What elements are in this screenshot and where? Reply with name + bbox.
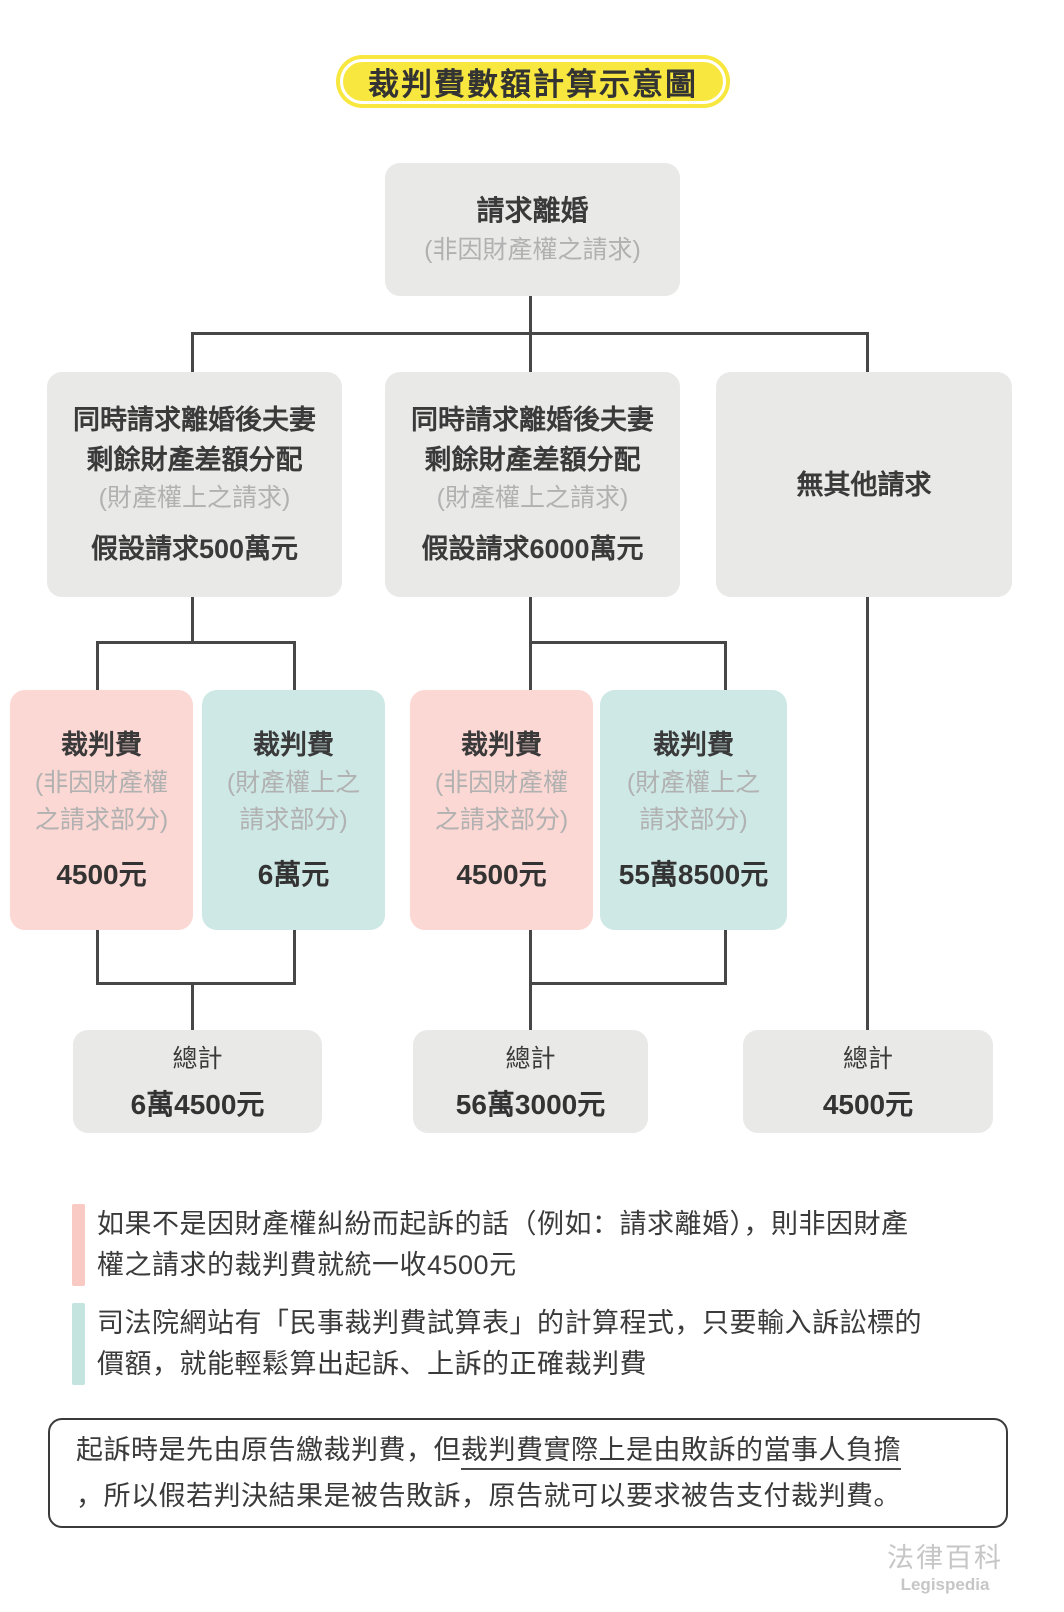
- total-node-3: 總計 4500元: [743, 1030, 993, 1133]
- connector-line: [724, 641, 727, 692]
- connector-line: [96, 982, 296, 985]
- total-label: 總計: [842, 1044, 893, 1073]
- branch-title-line: 剩餘財產差額分配: [424, 445, 641, 475]
- branch-assumption: 假設請求500萬元: [90, 534, 299, 564]
- note-accent-bar-teal: [72, 1303, 85, 1385]
- branch-node-no-other-claim: 無其他請求: [716, 372, 1012, 597]
- fee-node-nonproperty-1: 裁判費 (非因財產權 之請求部分) 4500元: [10, 690, 193, 930]
- fee-amount: 4500元: [456, 859, 547, 890]
- fee-title: 裁判費: [61, 730, 142, 760]
- root-node-divorce-claim: 請求離婚 (非因財產權之請求): [385, 163, 680, 296]
- callout-text-underlined: 裁判費實際上是由敗訴的當事人負擔: [461, 1435, 901, 1465]
- connector-line: [96, 641, 99, 692]
- total-node-2: 總計 56萬3000元: [413, 1030, 648, 1133]
- note-line: 如果不是因財產權糾紛而起訴的話（例如：請求離婚），則非因財產: [97, 1209, 909, 1239]
- connector-line: [191, 982, 194, 1032]
- branch-subtitle: (財產權上之請求): [436, 484, 629, 512]
- logo-text-en: Legispedia: [900, 1575, 990, 1594]
- note-line: 價額，就能輕鬆算出起訴、上訴的正確裁判費: [97, 1349, 647, 1379]
- total-amount: 4500元: [822, 1088, 914, 1120]
- connector-line: [529, 332, 532, 374]
- branch-title-line: 同時請求離婚後夫妻: [411, 405, 654, 435]
- diagram-title: 裁判費數額計算示意圖: [368, 67, 698, 102]
- branch-node-claim-5m: 同時請求離婚後夫妻 剩餘財產差額分配 (財產權上之請求) 假設請求500萬元: [47, 372, 342, 597]
- connector-line: [529, 641, 727, 644]
- note-judicial-yuan-calculator: 司法院網站有「民事裁判費試算表」的計算程式，只要輸入訴訟標的 價額，就能輕鬆算出…: [72, 1303, 972, 1385]
- connector-line: [96, 928, 99, 984]
- note-accent-bar-pink: [72, 1204, 85, 1286]
- branch-title-line: 剩餘財產差額分配: [86, 445, 303, 475]
- note-nonproperty-flat-fee: 如果不是因財產權糾紛而起訴的話（例如：請求離婚），則非因財產 權之請求的裁判費就…: [72, 1204, 972, 1286]
- fee-title: 裁判費: [653, 730, 734, 760]
- fee-node-property-1: 裁判費 (財產權上之 請求部分) 6萬元: [202, 690, 385, 930]
- branch-subtitle: (財產權上之請求): [98, 484, 291, 512]
- logo-text-zh: 法律百科: [887, 1543, 1003, 1573]
- total-label: 總計: [172, 1044, 223, 1073]
- fee-node-nonproperty-2: 裁判費 (非因財產權 之請求部分) 4500元: [410, 690, 593, 930]
- connector-line: [293, 928, 296, 984]
- callout-line-1: 起訴時是先由原告繳裁判費，但裁判費實際上是由敗訴的當事人負擔: [76, 1427, 980, 1473]
- connector-line: [866, 332, 869, 374]
- branch-assumption: 假設請求6000萬元: [421, 534, 644, 564]
- fee-subtitle-line: 之請求部分): [34, 806, 169, 834]
- diagram-title-pill: 裁判費數額計算示意圖: [336, 55, 730, 108]
- fee-subtitle-line: 之請求部分): [434, 806, 569, 834]
- note-line: 司法院網站有「民事裁判費試算表」的計算程式，只要輸入訴訟標的: [97, 1308, 922, 1338]
- callout-line-2: ，所以假若判決結果是被告敗訴，原告就可以要求被告支付裁判費。: [76, 1481, 901, 1511]
- branch-node-claim-60m: 同時請求離婚後夫妻 剩餘財產差額分配 (財產權上之請求) 假設請求6000萬元: [385, 372, 680, 597]
- fee-title: 裁判費: [253, 730, 334, 760]
- connector-line: [724, 928, 727, 984]
- connector-line: [529, 928, 532, 1032]
- fee-title: 裁判費: [461, 730, 542, 760]
- note-line: 權之請求的裁判費就統一收4500元: [97, 1250, 517, 1280]
- fee-node-property-2: 裁判費 (財產權上之 請求部分) 55萬8500元: [600, 690, 787, 930]
- callout-box: 起訴時是先由原告繳裁判費，但裁判費實際上是由敗訴的當事人負擔 ，所以假若判決結果…: [48, 1418, 1008, 1528]
- connector-line: [191, 595, 194, 644]
- connector-line: [191, 332, 194, 374]
- callout-text-pre: 起訴時是先由原告繳裁判費，但: [76, 1435, 461, 1465]
- fee-subtitle-line: (非因財產權: [34, 769, 169, 797]
- connector-line: [293, 641, 296, 692]
- fee-subtitle-line: 請求部分): [639, 806, 748, 834]
- connector-line: [96, 641, 296, 644]
- root-node-title: 請求離婚: [476, 195, 589, 226]
- connector-line: [529, 294, 532, 334]
- fee-subtitle-line: 請求部分): [239, 806, 348, 834]
- total-amount: 6萬4500元: [130, 1088, 265, 1120]
- fee-amount: 55萬8500元: [618, 859, 769, 890]
- fee-amount: 4500元: [56, 859, 147, 890]
- fee-subtitle-line: (財產權上之: [626, 769, 761, 797]
- fee-subtitle-line: (財產權上之: [226, 769, 361, 797]
- total-label: 總計: [505, 1044, 556, 1073]
- root-node-subtitle: (非因財產權之請求): [424, 236, 641, 264]
- branch-title-line: 同時請求離婚後夫妻: [73, 405, 316, 435]
- branch-label: 無其他請求: [796, 469, 932, 500]
- total-amount: 56萬3000元: [455, 1088, 606, 1120]
- total-node-1: 總計 6萬4500元: [73, 1030, 322, 1133]
- fee-amount: 6萬元: [257, 859, 330, 890]
- fee-subtitle-line: (非因財產權: [434, 769, 569, 797]
- legispedia-logo: 法律百科 Legispedia: [880, 1542, 1010, 1596]
- connector-line: [529, 982, 727, 985]
- connector-line: [866, 595, 869, 1032]
